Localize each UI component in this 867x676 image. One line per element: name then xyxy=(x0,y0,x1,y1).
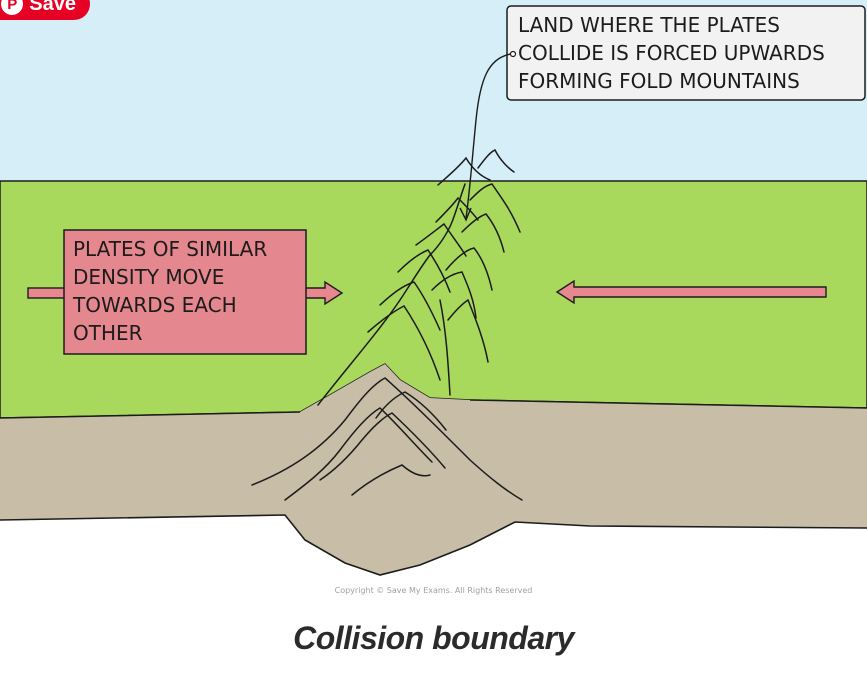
collision-boundary-diagram: PLATES OF SIMILAR DENSITY MOVE TOWARDS E… xyxy=(0,0,867,576)
land-callout: LAND WHERE THE PLATES COLLIDE IS FORCED … xyxy=(459,5,866,222)
callout-pointer-arrowhead xyxy=(459,207,472,222)
fold-mountains xyxy=(251,149,523,501)
plates-label: PLATES OF SIMILAR DENSITY MOVE TOWARDS E… xyxy=(63,229,307,355)
right-plate-arrow xyxy=(555,279,827,305)
plates-label-line: DENSITY MOVE xyxy=(73,265,224,289)
plates-label-line: PLATES OF SIMILAR xyxy=(73,237,267,261)
plates-label-line: TOWARDS EACH xyxy=(72,293,237,317)
svg-text:PLATES OF SIMILAR DENSIT: PLATES OF SIMILAR DENSITY MOVE TOWARDS E… xyxy=(72,237,274,345)
callout-pointer-dot xyxy=(509,50,517,58)
crust-boundary xyxy=(0,399,867,419)
save-button[interactable]: P Save xyxy=(0,0,90,20)
figure-caption: Collision boundary xyxy=(293,620,574,656)
save-button-label: Save xyxy=(29,0,76,15)
land-callout-line: COLLIDE IS FORCED UPWARDS xyxy=(518,41,825,65)
land-callout-line: FORMING FOLD MOUNTAINS xyxy=(518,69,800,93)
land-callout-line: LAND WHERE THE PLATES xyxy=(518,13,780,37)
callout-pointer-line xyxy=(465,53,512,219)
mantle-outline xyxy=(0,514,867,576)
pinterest-icon: P xyxy=(1,0,24,15)
copyright-notice: Copyright © Save My Exams. All Rights Re… xyxy=(334,586,533,595)
plates-label-line: OTHER xyxy=(73,321,143,345)
svg-text:LAND WHERE THE PLATES CO: LAND WHERE THE PLATES COLLIDE IS FORCED … xyxy=(518,13,831,93)
mantle-layer xyxy=(0,364,867,575)
